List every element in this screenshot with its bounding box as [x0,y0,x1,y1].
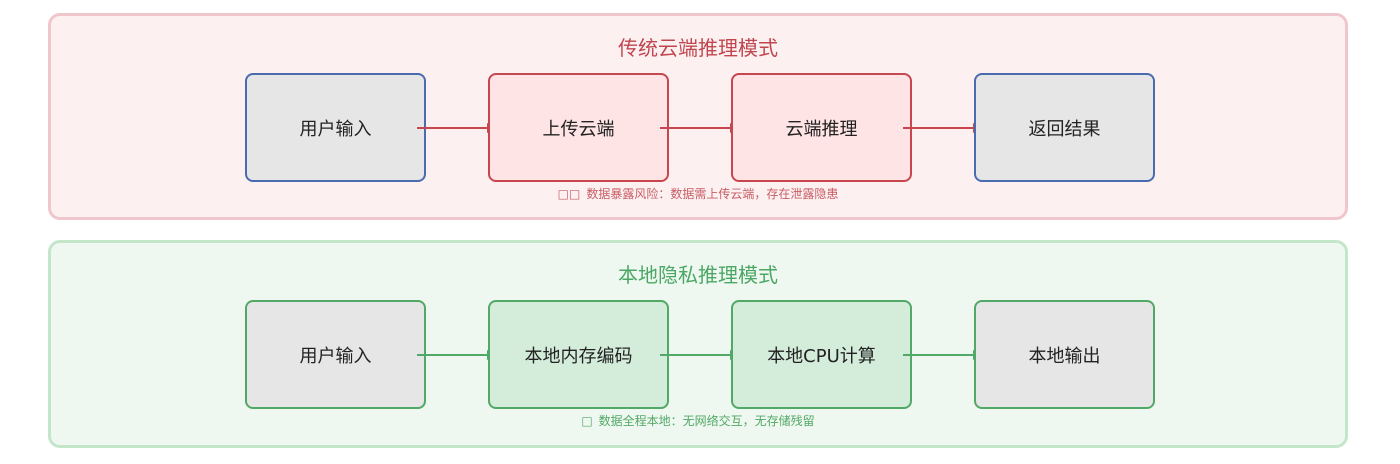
local-node-cpu-compute-label: 本地CPU计算 [767,345,876,367]
local-node-cpu-compute: 本地CPU计算 [731,300,912,409]
local-safe-note: □ 数据全程本地：无网络交互，无存储残留 [51,413,1345,429]
cloud-arrow-3 [903,123,983,133]
cloud-node-user-input-label: 用户输入 [299,118,372,140]
cloud-node-user-input: 用户输入 [245,73,426,182]
cloud-risk-note-text: 数据暴露风险：数据需上传云端，存在泄露隐患 [586,187,839,201]
cloud-node-return-result: 返回结果 [974,73,1155,182]
cloud-node-upload: 上传云端 [488,73,669,182]
local-node-memory-encoding-label: 本地内存编码 [524,345,633,367]
local-node-memory-encoding: 本地内存编码 [488,300,669,409]
warning-icon: □□ [557,187,581,201]
local-node-user-input: 用户输入 [245,300,426,409]
cloud-node-inference-label: 云端推理 [785,118,858,140]
cloud-node-return-result-label: 返回结果 [1028,118,1101,140]
cloud-node-inference: 云端推理 [731,73,912,182]
local-arrow-1 [417,350,497,360]
local-mode-title: 本地隐私推理模式 [618,263,778,287]
local-safe-note-text: 数据全程本地：无网络交互，无存储残留 [598,414,815,428]
local-mode-panel: 本地隐私推理模式 用户输入 本地内存编码 本地CPU计算 本地输出 □ 数据全程本… [48,240,1348,448]
cloud-arrow-2 [660,123,740,133]
cloud-mode-title: 传统云端推理模式 [618,36,778,60]
check-icon: □ [581,414,593,428]
cloud-node-upload-label: 上传云端 [542,118,615,140]
local-node-output-label: 本地输出 [1028,345,1101,367]
cloud-arrow-1 [417,123,497,133]
local-arrow-3 [903,350,983,360]
cloud-risk-note: □□ 数据暴露风险：数据需上传云端，存在泄露隐患 [51,186,1345,202]
local-node-user-input-label: 用户输入 [299,345,372,367]
local-node-output: 本地输出 [974,300,1155,409]
cloud-mode-panel: 传统云端推理模式 用户输入 上传云端 云端推理 返回结果 □□ 数据暴露风险：数据… [48,13,1348,220]
local-arrow-2 [660,350,740,360]
